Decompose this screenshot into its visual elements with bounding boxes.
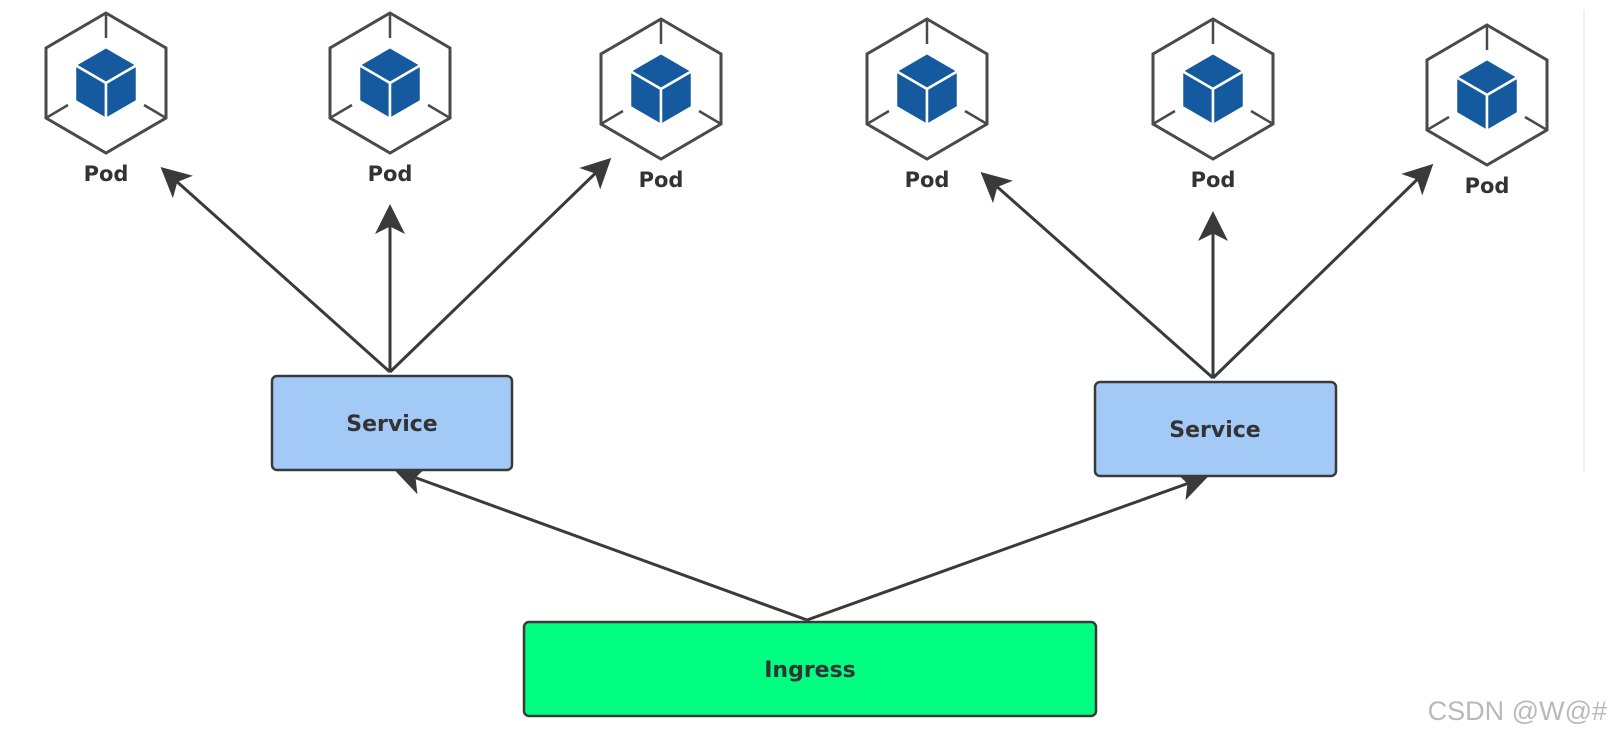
pod-node-4: Pod: [865, 17, 989, 192]
service-box: [1093, 380, 1338, 478]
arrow-service1-to-pod3: [388, 157, 612, 374]
ingress-label: Ingress: [764, 658, 856, 683]
cube-icon: [1151, 17, 1275, 161]
pod-label: Pod: [84, 162, 129, 186]
service-label: Service: [346, 412, 437, 437]
pod-label: Pod: [905, 168, 950, 192]
pod-label: Pod: [368, 162, 413, 186]
cube-icon: [599, 17, 723, 161]
arrow-ingress-to-service2: [806, 471, 1209, 622]
arrow-service1-to-pod1: [160, 167, 391, 374]
cube-icon: [44, 11, 168, 155]
cube-icon: [1425, 23, 1549, 167]
page-edge-divider: [1583, 10, 1585, 472]
ingress-node: Ingress: [522, 620, 1098, 718]
arrow-ingress-to-service1: [394, 466, 808, 622]
service-box: [270, 374, 514, 472]
pod-node-1: Pod: [44, 11, 168, 186]
service-node-1: Service: [270, 374, 514, 472]
pod-node-5: Pod: [1151, 17, 1275, 192]
pod-node-3: Pod: [599, 17, 723, 192]
pod-label: Pod: [1465, 174, 1510, 198]
arrow-service2-to-pod4: [980, 172, 1214, 380]
watermark: CSDN @W@#: [1427, 696, 1607, 726]
cube-icon: [865, 17, 989, 161]
arrow-service2-to-pod6: [1211, 163, 1434, 380]
pod-node-2: Pod: [328, 11, 452, 186]
service-node-2: Service: [1093, 380, 1338, 478]
ingress-box: [522, 620, 1098, 718]
cube-icon: [328, 11, 452, 155]
pod-node-6: Pod: [1425, 23, 1549, 198]
pod-label: Pod: [639, 168, 684, 192]
service-label: Service: [1169, 418, 1260, 443]
pod-label: Pod: [1191, 168, 1236, 192]
